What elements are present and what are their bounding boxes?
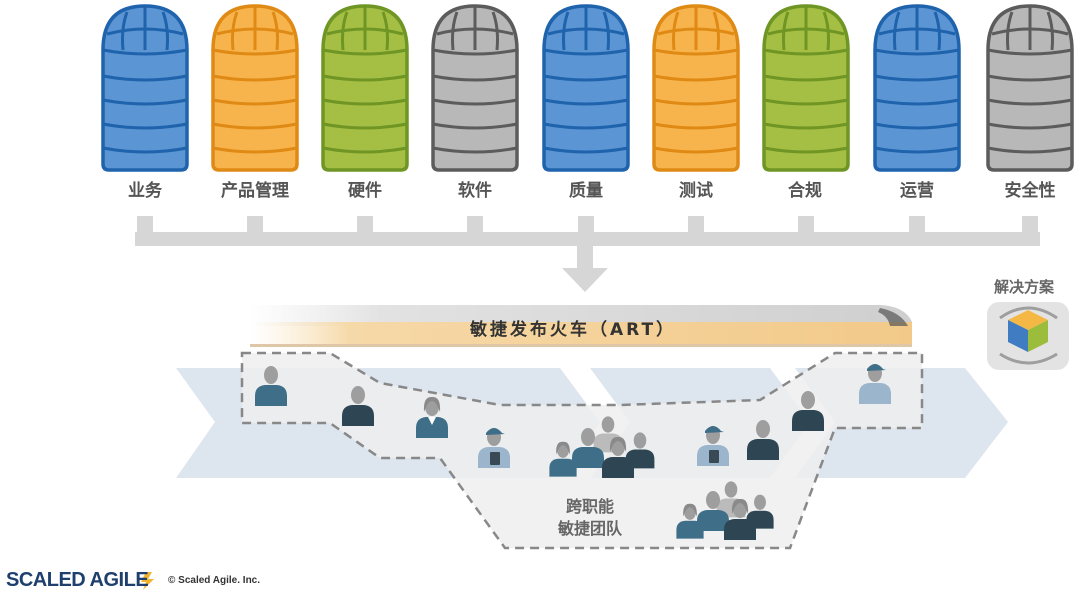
- team-label-line2: 敏捷团队: [557, 519, 622, 538]
- person-icon-1: [255, 366, 287, 406]
- brand-logo: SCALED AGILE: [6, 569, 149, 591]
- silo-label-product-management: 产品管理: [221, 181, 289, 201]
- solution-cube-icon: [987, 302, 1069, 370]
- team-label-line1: 跨职能: [565, 497, 614, 516]
- person-icon-4: [478, 428, 510, 468]
- solution-label: 解决方案: [994, 278, 1055, 296]
- silo-label-operations: 运营: [900, 181, 934, 201]
- silo-9: [986, 4, 1074, 172]
- team-label: 跨职能 敏捷团队: [520, 496, 660, 540]
- team-member-7: [697, 491, 729, 531]
- connector-bracket: [135, 216, 1040, 292]
- team-member-5: [602, 436, 634, 478]
- person-icon-2: [342, 386, 374, 426]
- silo-label-hardware: 硬件: [348, 181, 382, 201]
- team-member-2: [572, 428, 604, 468]
- copyright: © Scaled Agile. Inc.: [168, 575, 261, 586]
- team-member-9: [676, 503, 704, 539]
- team-member-10: [724, 498, 756, 540]
- person-icon-6: [747, 420, 779, 460]
- person-icon-3: [416, 396, 448, 438]
- person-icon-5: [697, 426, 729, 466]
- silo-5: [542, 4, 630, 172]
- silo-label-business: 业务: [128, 181, 162, 201]
- silo-1: [101, 4, 189, 172]
- silo-label-quality: 质量: [569, 181, 603, 201]
- silo-3: [321, 4, 409, 172]
- silo-label-testing: 测试: [679, 181, 713, 201]
- person-icon-8: [859, 364, 891, 404]
- down-arrow: [562, 268, 608, 292]
- silo-8: [873, 4, 961, 172]
- silo-label-software: 软件: [458, 181, 492, 201]
- person-icon-7: [792, 391, 824, 431]
- silo-7: [762, 4, 850, 172]
- silo-2: [211, 4, 299, 172]
- team-member-4: [549, 441, 577, 477]
- release-train: [250, 305, 912, 347]
- silos: [101, 4, 1074, 172]
- art-title: 敏捷发布火车（ART）: [470, 320, 677, 340]
- silo-label-compliance: 合规: [788, 181, 822, 201]
- people: [255, 364, 891, 540]
- silo-4: [431, 4, 519, 172]
- silo-label-security: 安全性: [1004, 181, 1056, 201]
- silo-6: [652, 4, 740, 172]
- scaled-agile-logo-mark: [141, 572, 154, 590]
